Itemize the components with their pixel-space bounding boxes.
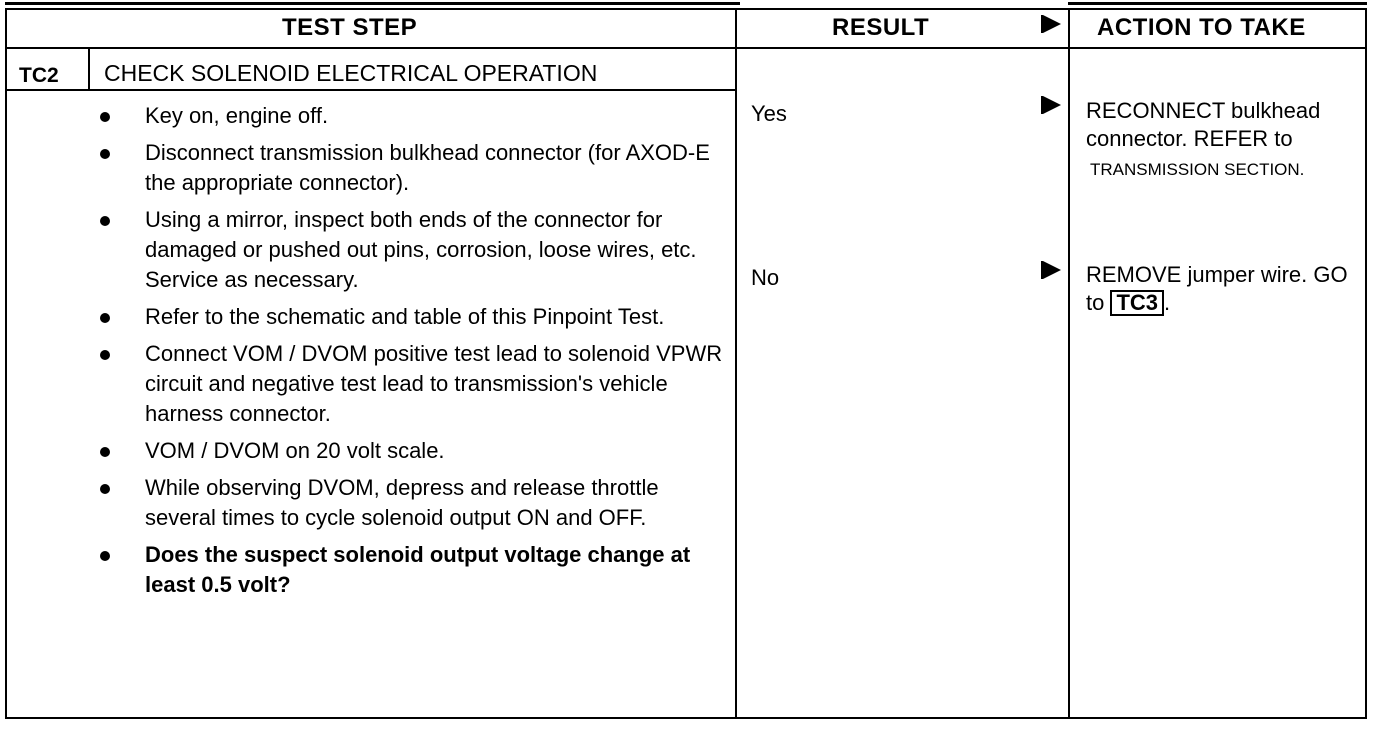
tc3-reference-link[interactable]: TC3 (1110, 290, 1165, 316)
test-step-bottom-rule (88, 717, 737, 719)
header-action: ACTION TO TAKE (1097, 14, 1306, 41)
bullet-icon (100, 149, 110, 159)
action-no: REMOVE jumper wire. GO to TC3. (1086, 261, 1356, 317)
bullet-icon (100, 447, 110, 457)
action-yes-text: RECONNECT bulkhead connector. REFER to (1086, 98, 1321, 151)
action-no-period: . (1164, 290, 1171, 315)
action-no-text: REMOVE jumper wire. GO to (1086, 262, 1348, 315)
header-divider (5, 47, 1367, 49)
list-item-question: Does the suspect solenoid output voltage… (100, 540, 730, 600)
list-item: Connect VOM / DVOM positive test lead to… (100, 339, 730, 429)
step-title: CHECK SOLENOID ELECTRICAL OPERATION (104, 60, 598, 86)
step-id: TC2 (19, 64, 59, 87)
result-yes: Yes (751, 101, 787, 126)
arrow-right-icon (1041, 15, 1061, 33)
column-divider-1 (735, 8, 737, 719)
procedure-list: Key on, engine off. Disconnect transmiss… (100, 101, 730, 607)
list-item: Key on, engine off. (100, 101, 730, 131)
step-id-divider (88, 48, 90, 90)
top-rule-right (1068, 2, 1367, 5)
bullet-icon (100, 216, 110, 226)
column-divider-2 (1068, 8, 1070, 719)
header-result: RESULT (832, 14, 930, 41)
arrow-right-icon (1041, 261, 1061, 279)
step-title-divider (5, 89, 737, 91)
arrow-right-icon (1041, 96, 1061, 114)
bullet-icon (100, 112, 110, 122)
result-no: No (751, 265, 780, 290)
header-test-step: TEST STEP (282, 14, 418, 41)
bullet-icon (100, 350, 110, 360)
bullet-icon (100, 313, 110, 323)
list-item: Using a mirror, inspect both ends of the… (100, 205, 730, 295)
list-item: VOM / DVOM on 20 volt scale. (100, 436, 730, 466)
action-yes-reference: TRANSMISSION SECTION. (1090, 160, 1305, 179)
bullet-icon (100, 484, 110, 494)
action-yes: RECONNECT bulkhead connector. REFER to T… (1086, 97, 1366, 181)
list-item: While observing DVOM, depress and releas… (100, 473, 730, 533)
top-rule-left (5, 2, 740, 5)
list-item: Disconnect transmission bulkhead connect… (100, 138, 730, 198)
bullet-icon (100, 551, 110, 561)
list-item: Refer to the schematic and table of this… (100, 302, 730, 332)
